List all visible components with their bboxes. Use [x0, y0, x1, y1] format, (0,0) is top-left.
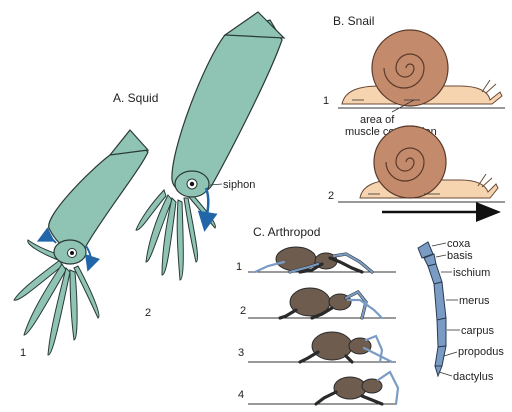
spider-pose-2: 2 — [240, 287, 396, 320]
leg-label-carpus: carpus — [461, 325, 495, 337]
leg-label-coxa: coxa — [447, 238, 471, 250]
leg-label-ischium: ischium — [453, 267, 490, 279]
leg-label-basis: basis — [447, 250, 473, 262]
arthropod-panel: C. Arthropod 1 — [236, 225, 504, 406]
snail-pose-1-number: 1 — [323, 95, 329, 107]
leg-anatomy: coxa basis ischium merus carpus propodus… — [417, 238, 504, 383]
snail-pose-2: 2 — [328, 125, 505, 222]
arthropod-title: C. Arthropod — [253, 225, 320, 239]
squid-pose-1-number: 1 — [20, 347, 26, 359]
spider-pose-3: 3 — [238, 331, 396, 364]
leg-label-propodus: propodus — [458, 346, 504, 358]
squid-panel: A. Squid 1 — [13, 11, 286, 359]
snail-pose-1: 1 area of muscle contraction — [323, 29, 505, 138]
squid-pose-1: 1 — [13, 129, 150, 359]
squid-pose-2-number: 2 — [145, 307, 151, 319]
spider-pose-1-number: 1 — [236, 261, 242, 273]
spider-pose-4: 4 — [238, 370, 400, 406]
leg-label-dactylus: dactylus — [453, 371, 494, 383]
contraction-label-line1: area of — [360, 114, 395, 126]
squid-title: A. Squid — [113, 91, 158, 105]
snail-title: B. Snail — [333, 14, 374, 28]
spider-pose-2-number: 2 — [240, 305, 246, 317]
leg-label-merus: merus — [459, 295, 490, 307]
spider-pose-1: 1 — [236, 246, 396, 274]
siphon-label: siphon — [223, 179, 255, 191]
snail-panel: B. Snail 1 area of muscle contraction — [323, 14, 505, 222]
squid-pose-2: siphon 2 — [135, 11, 286, 319]
spider-pose-4-number: 4 — [238, 389, 244, 401]
spider-pose-3-number: 3 — [238, 347, 244, 359]
snail-pose-2-number: 2 — [328, 190, 334, 202]
